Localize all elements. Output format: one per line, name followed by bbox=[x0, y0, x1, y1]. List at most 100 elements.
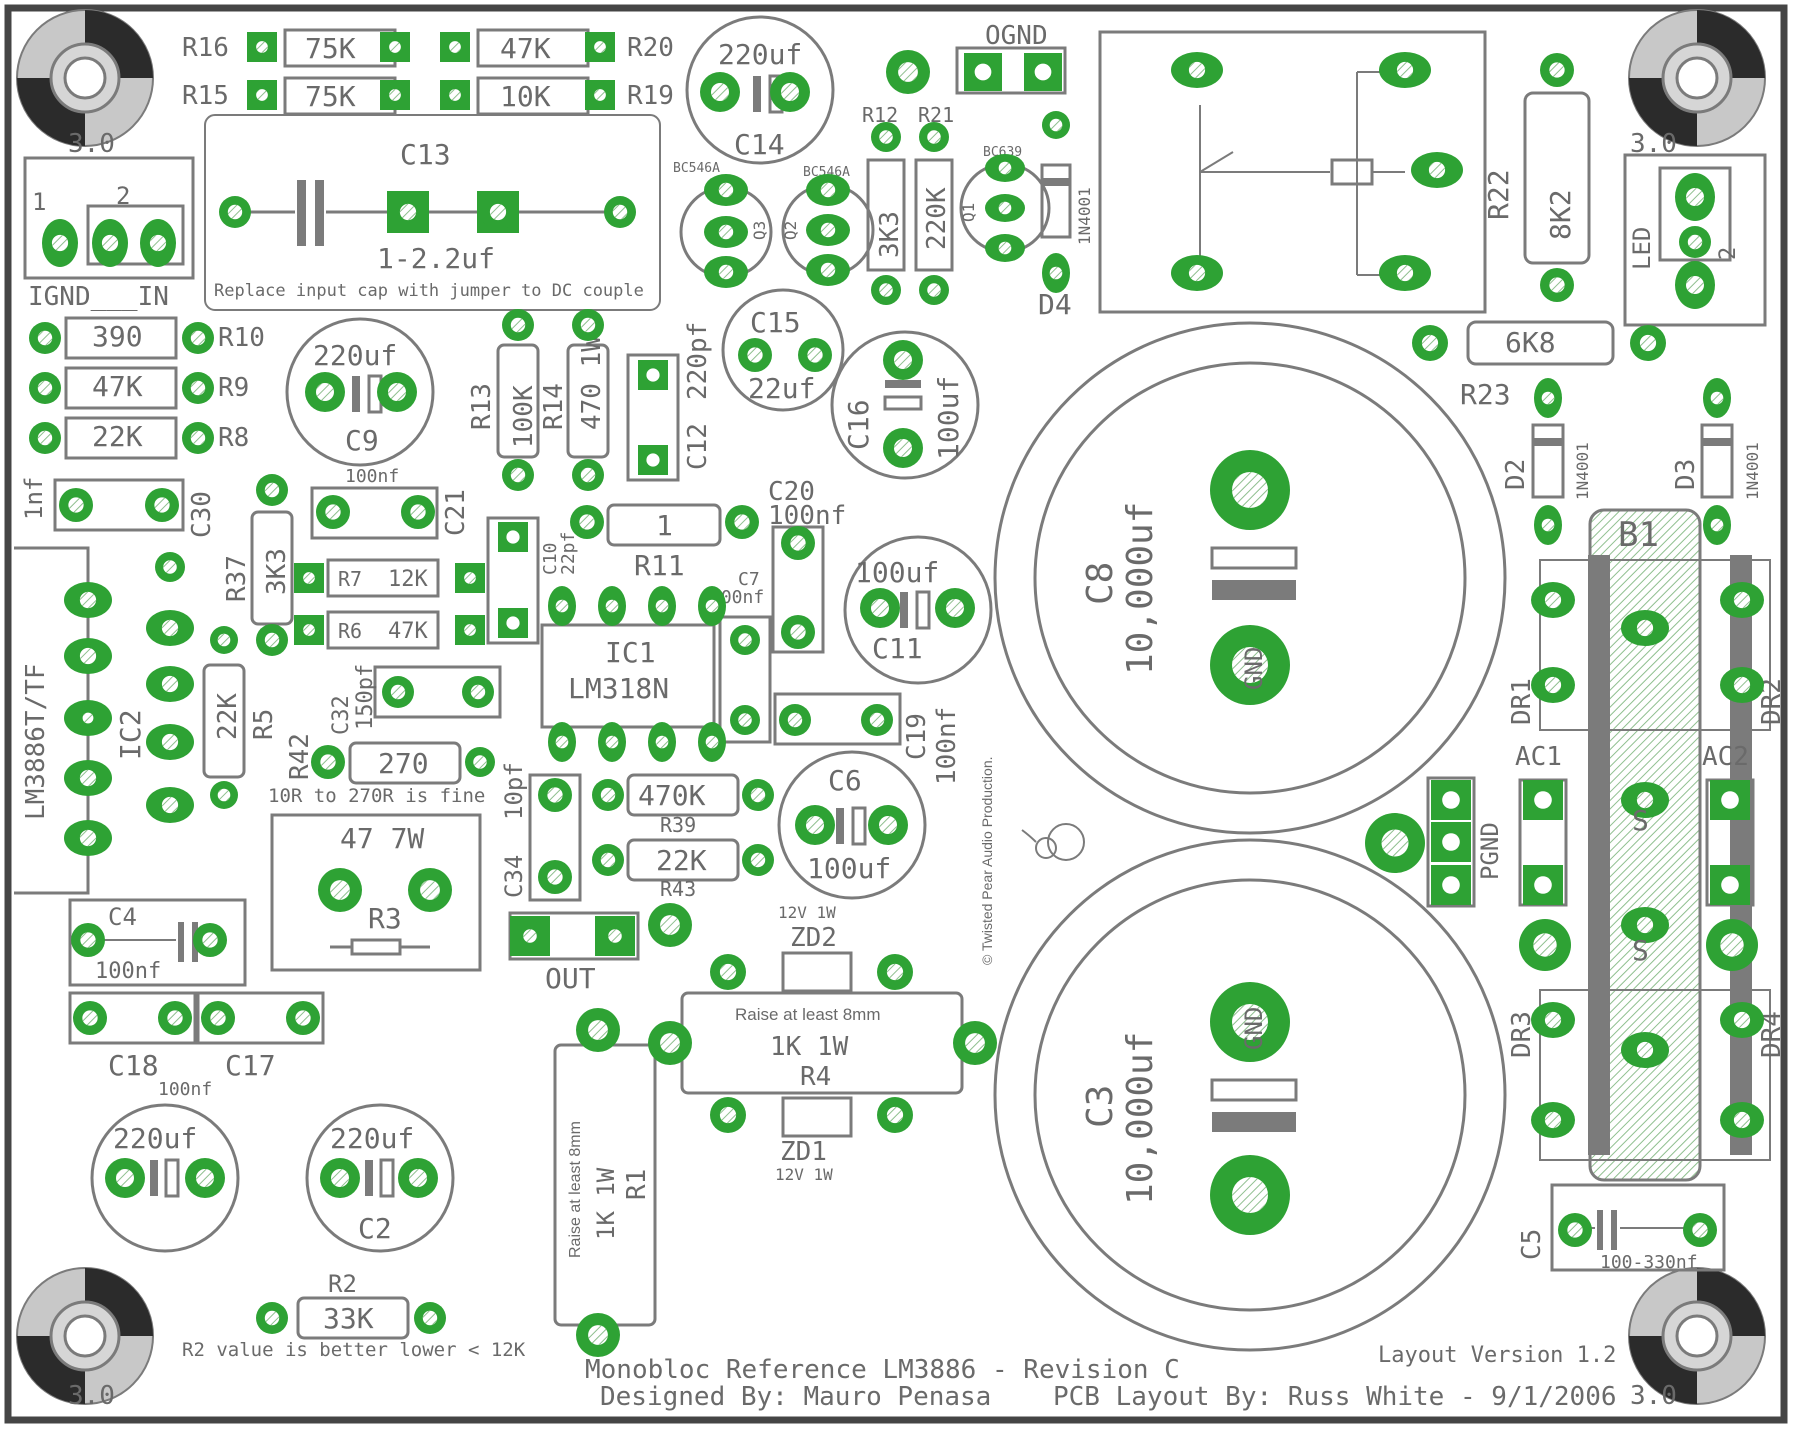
solder-pad bbox=[572, 459, 604, 491]
r4-value: 1K 1W bbox=[770, 1032, 849, 1062]
solder-pad-square bbox=[1523, 865, 1563, 905]
solder-pad bbox=[185, 1158, 225, 1198]
d2-name: D2 bbox=[1501, 459, 1531, 490]
r6-value: 47K bbox=[388, 619, 428, 644]
r2-name: R2 bbox=[328, 1270, 357, 1298]
pads-layer bbox=[29, 32, 1764, 1357]
cap-c1: 220uf bbox=[90, 1103, 240, 1253]
solder-pad bbox=[576, 1008, 620, 1052]
solder-pad bbox=[600, 921, 630, 951]
solder-pad-oval bbox=[318, 868, 362, 912]
r7-value: 12K bbox=[388, 567, 428, 592]
solder-pad-oval bbox=[1703, 378, 1731, 418]
solder-pad bbox=[1412, 325, 1448, 361]
solder-pad bbox=[462, 676, 494, 708]
solder-pad-oval bbox=[146, 666, 194, 702]
solder-pad-oval bbox=[704, 216, 748, 248]
solder-pad bbox=[71, 923, 105, 957]
c3-value: 10,000uf bbox=[1120, 1032, 1161, 1205]
c6-value: 100uf bbox=[807, 852, 891, 885]
footer-version: Layout Version 1.2 bbox=[1378, 1343, 1616, 1368]
c32-name: C32 bbox=[329, 695, 354, 735]
r5-value: 22K bbox=[213, 693, 243, 740]
r13-value: 100K bbox=[509, 385, 539, 448]
solder-pad bbox=[883, 340, 923, 380]
solder-pad-oval bbox=[1720, 1102, 1764, 1138]
solder-pad bbox=[604, 196, 636, 228]
r43-name: R43 bbox=[660, 877, 696, 901]
solder-pad-oval bbox=[704, 256, 748, 288]
c11-value: 100uf bbox=[855, 556, 939, 589]
solder-pad-square bbox=[498, 608, 528, 638]
solder-pad-oval bbox=[146, 724, 194, 760]
solder-pad-oval bbox=[1411, 152, 1463, 188]
c12-name: C12 bbox=[683, 423, 713, 470]
solder-pad-oval bbox=[1534, 505, 1562, 545]
cap-c10: C10 22pf bbox=[486, 516, 579, 645]
solder-pad-oval bbox=[1621, 1032, 1669, 1068]
c19-value: 100nf bbox=[932, 707, 962, 785]
r2-note: R2 value is better lower < 12K bbox=[182, 1339, 526, 1361]
c15-name: C15 bbox=[750, 306, 801, 339]
ognd-label: OGND bbox=[985, 21, 1048, 51]
diode-d4: D4 1N4001 bbox=[1038, 163, 1094, 321]
solder-pad bbox=[465, 747, 495, 777]
c21-name: C21 bbox=[441, 489, 471, 536]
solder-pad bbox=[1210, 982, 1290, 1062]
solder-pad bbox=[316, 495, 350, 529]
q2-name: Q2 bbox=[781, 221, 800, 240]
solder-pad bbox=[249, 34, 275, 60]
s-label: S bbox=[1632, 934, 1649, 967]
input-label: IGND___IN bbox=[28, 282, 169, 312]
solder-pad bbox=[700, 72, 740, 112]
r8-value: 22K bbox=[92, 420, 143, 453]
solder-pad bbox=[29, 322, 61, 354]
cap-c21: 100nf C21 bbox=[310, 466, 471, 540]
solder-pad bbox=[256, 1302, 288, 1334]
q1-name: Q1 bbox=[959, 203, 978, 222]
solder-pad-oval bbox=[1531, 667, 1575, 703]
resistor-r42: 270 R42 10R to 270R is fine bbox=[268, 733, 485, 807]
q3-part: BC546A bbox=[673, 161, 720, 176]
solder-pad-oval bbox=[1534, 378, 1562, 418]
solder-pad bbox=[457, 565, 483, 591]
solder-pad bbox=[1540, 268, 1574, 302]
r43-value: 22K bbox=[656, 844, 707, 877]
solder-pad-oval bbox=[1621, 610, 1669, 646]
solder-pad bbox=[877, 1097, 913, 1133]
r42-note: 10R to 270R is fine bbox=[268, 785, 485, 807]
c6-name: C6 bbox=[828, 764, 862, 797]
c7-name: C7 bbox=[738, 569, 760, 590]
cap-c3: C3 10,000uf bbox=[993, 838, 1507, 1352]
c34-value: 10pf bbox=[500, 762, 528, 820]
solder-pad bbox=[710, 1097, 746, 1133]
solder-pad bbox=[296, 565, 322, 591]
solder-pad bbox=[883, 428, 923, 468]
solder-pad bbox=[1706, 919, 1758, 971]
solder-pad bbox=[576, 1313, 620, 1357]
solder-pad bbox=[953, 1021, 997, 1065]
r10-value: 390 bbox=[92, 320, 143, 353]
cap-c15: C15 22uf bbox=[721, 288, 845, 412]
c30-name: C30 bbox=[187, 491, 217, 538]
r14-name: R22 bbox=[1482, 169, 1515, 220]
solder-pad-oval bbox=[698, 586, 726, 626]
mount-label: 3.0 bbox=[68, 129, 115, 159]
mount-label: 3.0 bbox=[1630, 1381, 1677, 1411]
r10-name: R10 bbox=[218, 323, 265, 353]
pear-logo bbox=[1021, 823, 1085, 861]
cap-c16: C16 100uf bbox=[830, 330, 980, 480]
solder-pad-oval bbox=[704, 174, 748, 206]
solder-pad-oval bbox=[648, 586, 676, 626]
c18-value: 100nf bbox=[158, 1079, 212, 1100]
solder-pad bbox=[570, 505, 604, 539]
solder-pad-square bbox=[1431, 780, 1471, 820]
c9-value: 220uf bbox=[313, 339, 397, 372]
c3-name: C3 bbox=[1080, 1085, 1121, 1128]
solder-pad bbox=[296, 617, 322, 643]
solder-pad-oval bbox=[698, 722, 726, 762]
diode-d2: D2 1N4001 bbox=[1501, 423, 1592, 500]
solder-pad bbox=[710, 954, 746, 990]
c2-name: C2 bbox=[358, 1212, 392, 1245]
r1-name: R1 bbox=[622, 1169, 652, 1200]
